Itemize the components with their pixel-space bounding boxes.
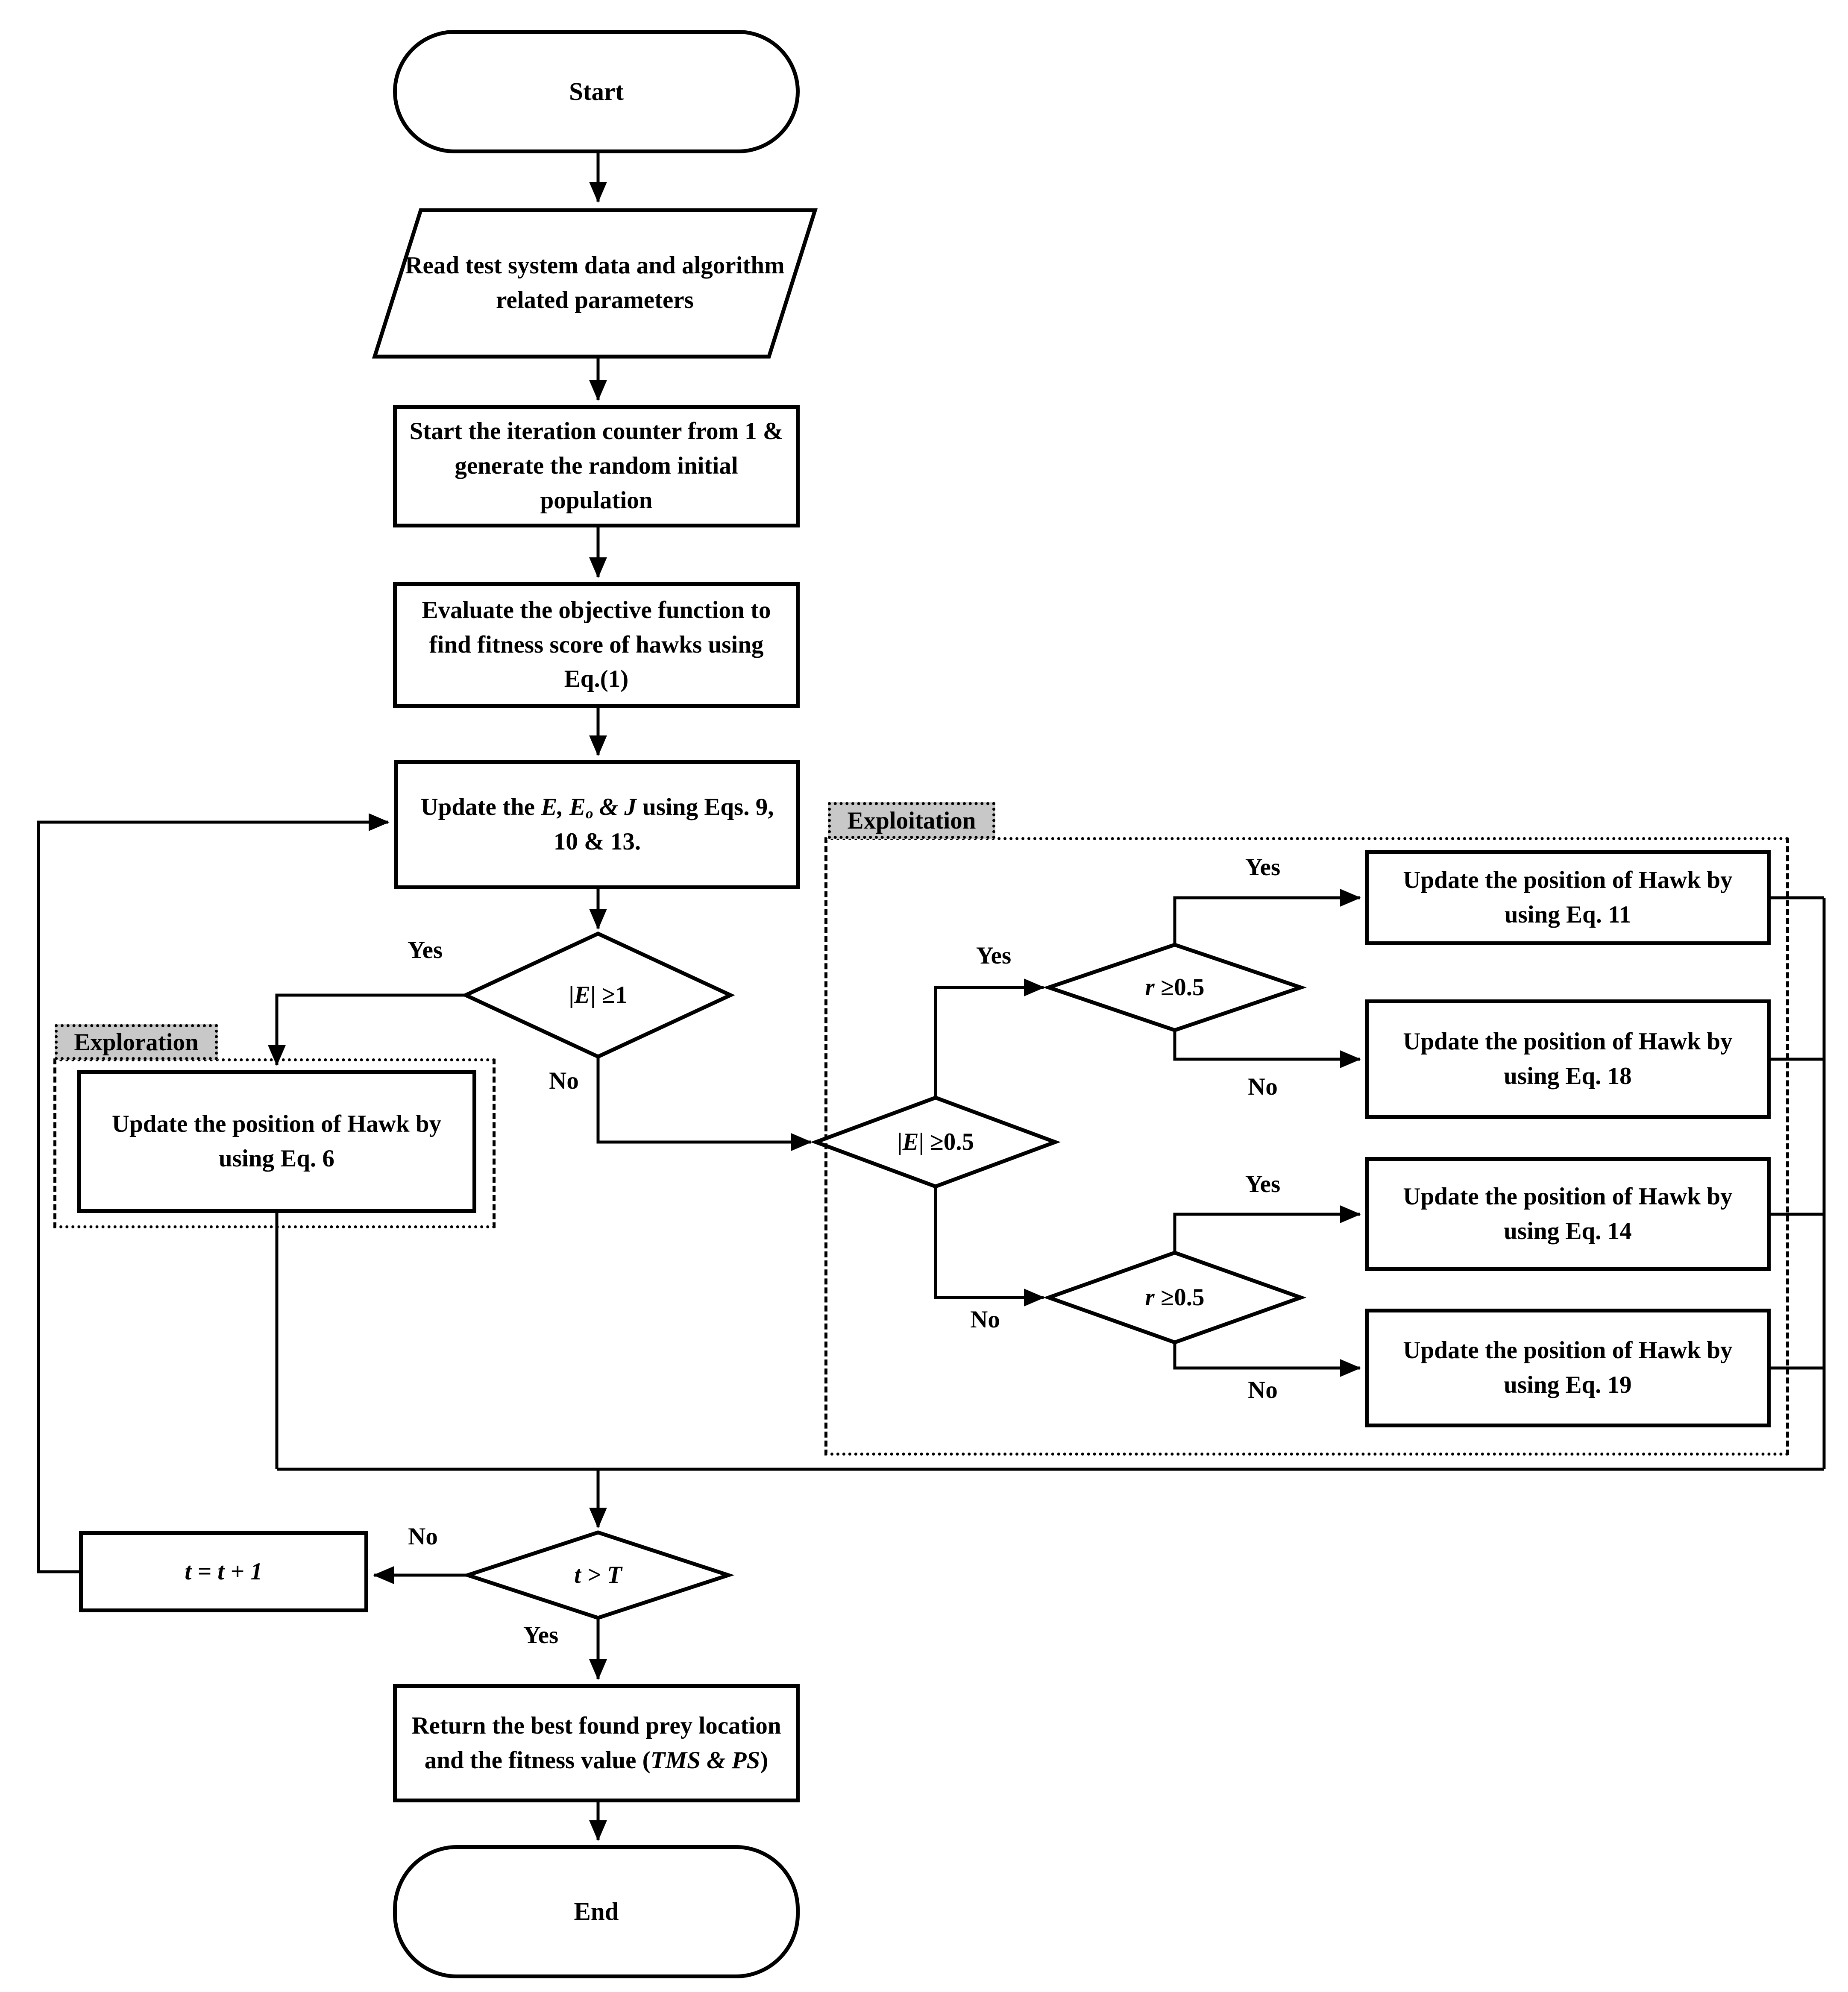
update-eq14-node: Update the position of Hawk by using Eq.… [1365,1157,1771,1271]
update-energy-label: Update the E, Eo & J using Eqs. 9, 10 & … [420,794,774,855]
decision-r-bottom-label: r ≥0.5 [1145,1283,1205,1311]
exploration-zone-label: Exploration [55,1024,218,1060]
arrow-rbot-yes-eq14 [1173,1205,1361,1253]
increment-t-node: t = t + 1 [79,1531,368,1612]
exploitation-zone-text: Exploitation [847,807,976,834]
start-node: Start [393,30,800,153]
arrow-feedback-loop [37,813,390,1573]
edge-label-t-yes: Yes [523,1622,559,1649]
decision-t-gt-T-shape [461,1530,735,1620]
update-eq6-node: Update the position of Hawk by using Eq.… [77,1070,476,1213]
edge-label-rbot-no: No [1248,1377,1278,1403]
update-eq19-node: Update the position of Hawk by using Eq.… [1365,1309,1771,1427]
edge-label-e1-no: No [549,1067,579,1094]
decision-abs-e-ge-05-label: |E| ≥0.5 [897,1128,974,1155]
decision-r-top-text: r ≥0.5 [1089,962,1260,1013]
decision-t-gt-T-label: t > T [574,1561,622,1588]
arrow-e1-yes-eq6 [268,993,466,1066]
update-eq18-node: Update the position of Hawk by using Eq.… [1365,999,1771,1119]
edge-label-rtop-yes: Yes [1245,854,1281,881]
decision-abs-e-ge-05-shape [810,1096,1061,1189]
edge-label-e05-yes: Yes [976,942,1012,969]
init-population-label: Start the iteration counter from 1 & gen… [409,418,783,514]
update-energy-node: Update the E, Eo & J using Eqs. 9, 10 & … [394,760,800,889]
edge-label-e1-yes: Yes [407,937,443,964]
return-best-label: Return the best found prey location and … [411,1712,781,1774]
decision-t-gt-T-text: t > T [513,1550,683,1601]
increment-t-label: t = t + 1 [185,1558,263,1585]
arrow-e1-no-e05 [596,1057,812,1151]
exploitation-zone-label: Exploitation [828,802,995,839]
exploration-container [53,1058,496,1228]
read-data-shape [372,208,818,359]
update-eq6-label: Update the position of Hawk by using Eq.… [111,1110,442,1172]
evaluate-fitness-node: Evaluate the objective function to find … [393,582,800,708]
decision-abs-e-ge-1-label: |E| ≥1 [569,981,628,1008]
evaluate-fitness-label: Evaluate the objective function to find … [422,596,771,693]
decision-abs-e-ge-05-text: |E| ≥0.5 [850,1116,1021,1168]
arrow-rtop-yes-eq11 [1173,889,1361,945]
decision-r-top-label: r ≥0.5 [1145,973,1205,1001]
init-population-node: Start the iteration counter from 1 & gen… [393,405,800,527]
update-eq19-label: Update the position of Hawk by using Eq.… [1403,1337,1733,1398]
update-eq14-label: Update the position of Hawk by using Eq.… [1403,1183,1733,1245]
read-data-label: Read test system data and algorithm rela… [405,252,785,313]
end-node: End [393,1845,800,1978]
arrow-e05-no-rbot [934,1186,1045,1307]
edge-label-rbot-yes: Yes [1245,1171,1281,1198]
decision-r-bottom-text: r ≥0.5 [1089,1272,1260,1323]
merge-lines [275,896,1826,1471]
arrows [37,153,1361,1841]
exploration-zone-text: Exploration [74,1028,199,1056]
edge-label-e05-no: No [970,1306,1000,1333]
decision-r-bottom-shape [1043,1251,1307,1345]
arrow-rbot-no-eq19 [1173,1342,1361,1377]
arrow-rtop-no-eq18 [1173,1030,1361,1068]
update-eq11-node: Update the position of Hawk by using Eq.… [1365,850,1771,945]
start-label: Start [569,77,624,105]
decision-r-top-shape [1042,943,1307,1032]
update-eq18-label: Update the position of Hawk by using Eq.… [1403,1028,1733,1090]
arrow-e05-yes-rtop [934,978,1045,1098]
decision-abs-e-ge-1-text: |E| ≥1 [491,970,705,1021]
exploitation-container [824,837,1789,1456]
decision-abs-e-ge-1-shape [461,932,735,1059]
read-data-node: Read test system data and algorithm rela… [387,233,803,333]
return-best-node: Return the best found prey location and … [393,1684,800,1802]
update-eq11-label: Update the position of Hawk by using Eq.… [1403,866,1733,928]
edge-label-rtop-no: No [1248,1073,1278,1100]
end-label: End [574,1897,619,1926]
edge-label-t-no: No [408,1523,438,1550]
